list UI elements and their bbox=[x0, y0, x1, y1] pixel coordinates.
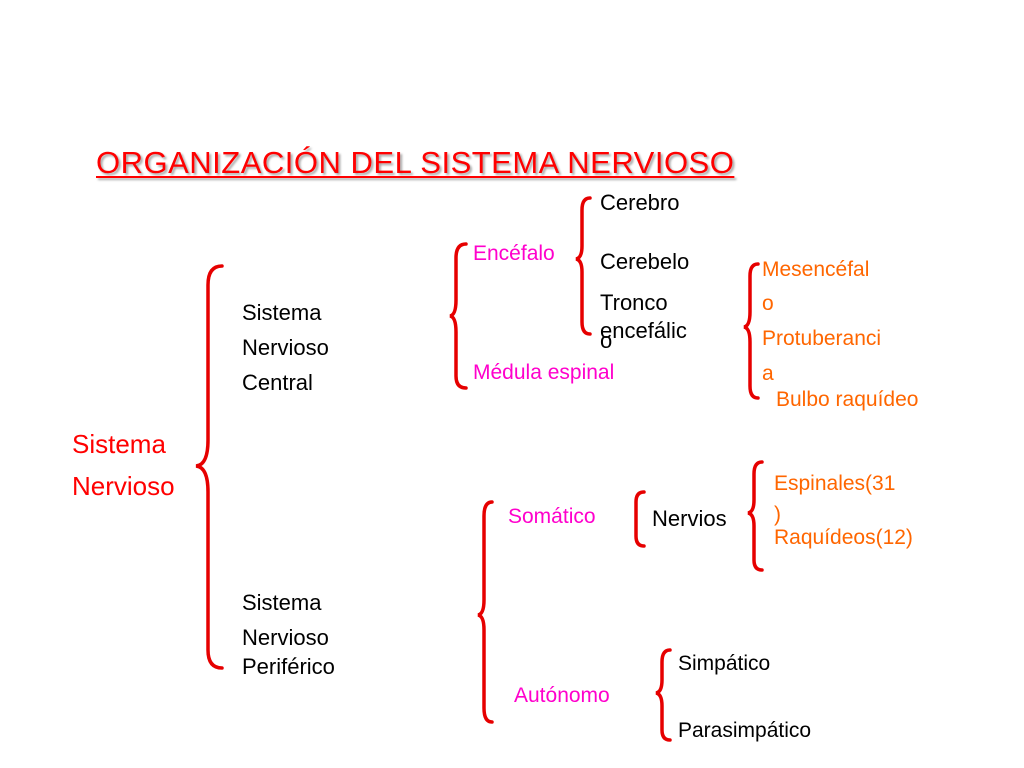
encefalo-label: Encéfalo bbox=[473, 242, 555, 265]
protuberancia-label-line2: a bbox=[762, 362, 774, 385]
bracket-tronco bbox=[743, 262, 760, 400]
somatico-label: Somático bbox=[508, 505, 596, 528]
page-title: ORGANIZACIÓN DEL SISTEMA NERVIOSO bbox=[96, 145, 735, 180]
simpatico-label: Simpático bbox=[678, 652, 771, 675]
bracket-nervios bbox=[747, 460, 764, 572]
snp-label-line2: Nervioso bbox=[242, 625, 329, 650]
snp-label-line1: Sistema bbox=[242, 590, 322, 615]
snc-label-line3: Central bbox=[242, 370, 313, 395]
autonomo-label: Autónomo bbox=[514, 684, 610, 707]
nervios-label: Nervios bbox=[652, 506, 727, 531]
bracket-snc bbox=[449, 242, 468, 390]
espinales-label-line2: ) bbox=[774, 503, 781, 526]
parasimpatico-label: Parasimpático bbox=[678, 719, 812, 742]
cerebelo-label: Cerebelo bbox=[600, 249, 690, 274]
snc-label-line1: Sistema bbox=[242, 300, 322, 325]
snp-label-line3: Periférico bbox=[242, 654, 335, 679]
raquideos-label: Raquídeos(12) bbox=[774, 526, 913, 549]
root-label-line1: Sistema bbox=[72, 429, 166, 459]
bracket-root bbox=[195, 264, 224, 670]
snc-label-line2: Nervioso bbox=[242, 335, 329, 360]
medula-label: Médula espinal bbox=[473, 361, 615, 384]
bulbo-label: Bulbo raquídeo bbox=[776, 388, 919, 411]
mesencefalo-label-line2: o bbox=[762, 292, 774, 315]
tronco-label-line2: encefálic bbox=[600, 318, 687, 343]
mesencefalo-label-line1: Mesencéfal bbox=[762, 258, 870, 281]
bracket-snp bbox=[477, 500, 494, 724]
tronco-label-line3: o bbox=[600, 328, 613, 353]
root-label-line2: Nervioso bbox=[72, 471, 175, 501]
bracket-autonomo bbox=[655, 648, 672, 742]
cerebro-label: Cerebro bbox=[600, 190, 680, 215]
espinales-label-line1: Espinales(31 bbox=[774, 472, 896, 495]
protuberancia-label-line1: Protuberanci bbox=[762, 327, 882, 350]
tronco-label-line1: Tronco bbox=[600, 290, 668, 315]
bracket-encefalo bbox=[575, 196, 592, 336]
bracket-somatico bbox=[634, 490, 646, 548]
